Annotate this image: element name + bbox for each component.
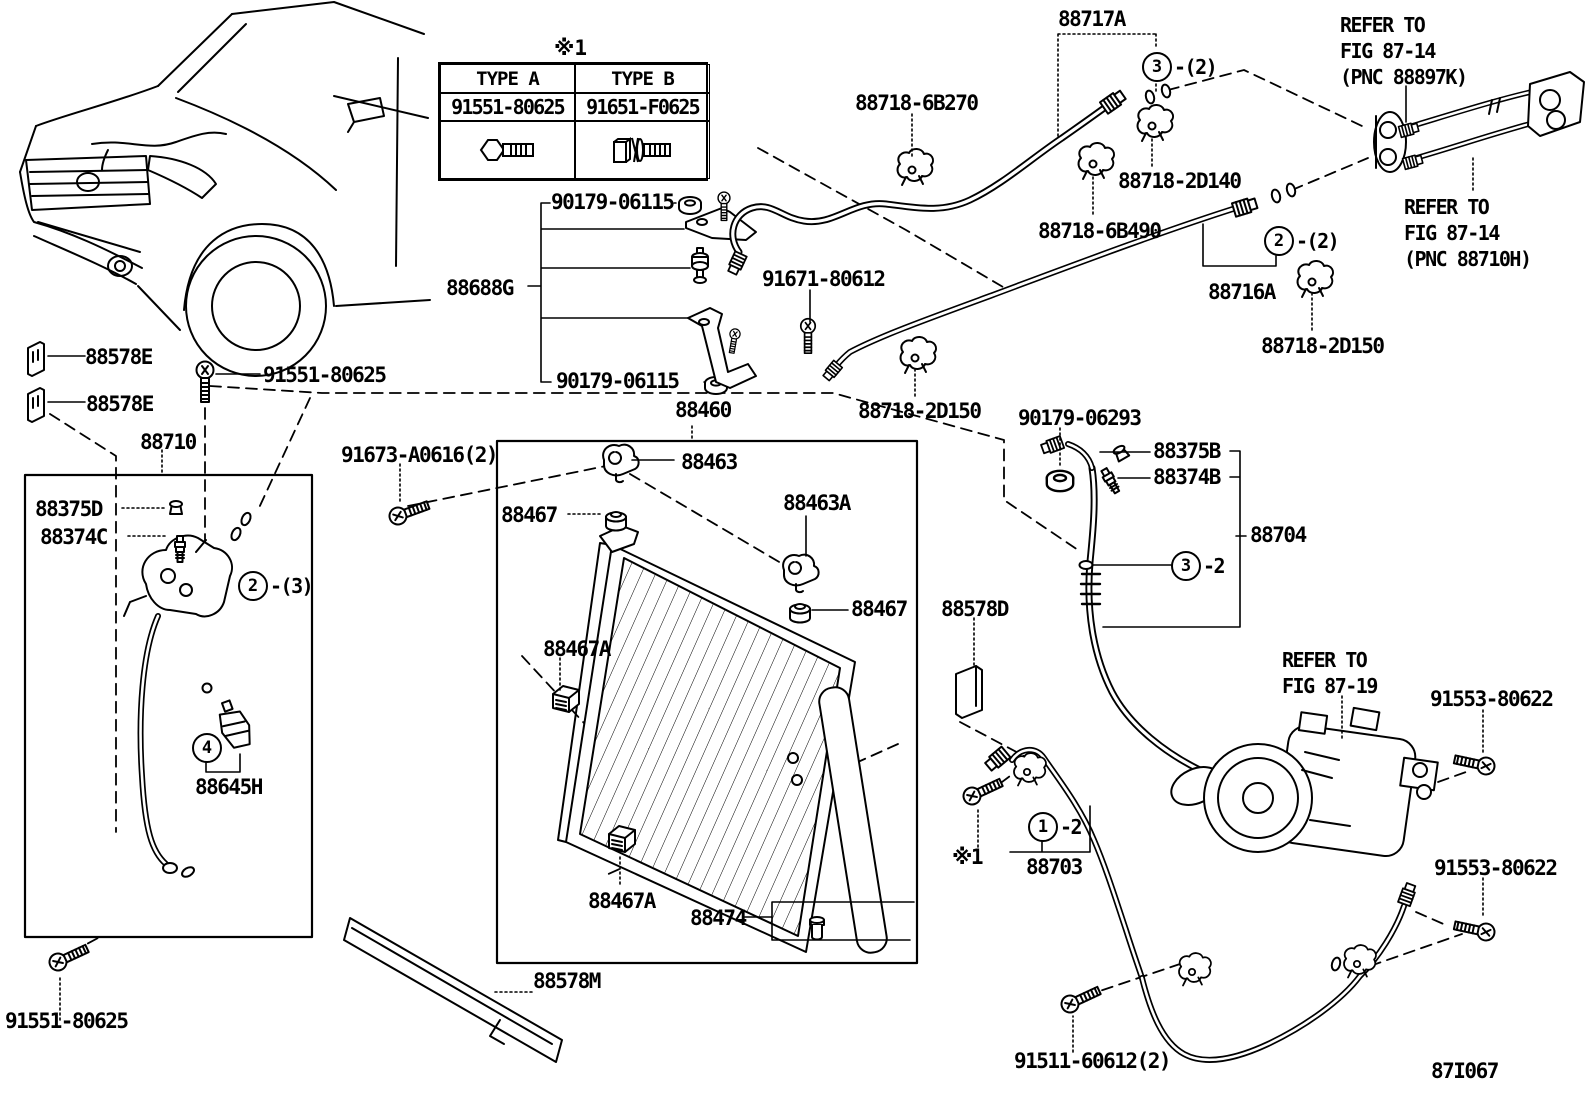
callout-number: 3 (1142, 52, 1172, 82)
construction-dashed-lines (49, 69, 1467, 997)
refer-line: FIG 87-14 (1404, 221, 1500, 245)
misc-small-parts-drawing (27, 82, 1298, 1063)
refer-note-88710h: REFER TO FIG 87-14 (PNC 88710H) (1404, 194, 1532, 272)
refer-note-fig-87-19: REFER TO FIG 87-19 (1282, 647, 1378, 699)
part-label-88704[interactable]: 88704 (1250, 523, 1307, 547)
refer-line: (PNC 88897K) (1340, 65, 1468, 89)
type-b-part-number: 91651-F0625 (575, 93, 710, 121)
type-a-bolt-icon (440, 121, 575, 179)
part-label-88463a[interactable]: 88463A (783, 491, 851, 515)
part-label-88718-6b270[interactable]: 88718-6B270 (855, 91, 979, 115)
leader-lines (47, 33, 1484, 1053)
part-label-88703[interactable]: 88703 (1026, 855, 1083, 879)
callout-qty: -2 (1060, 815, 1083, 839)
part-label-88467a-b[interactable]: 88467A (588, 889, 656, 913)
refer-line: (PNC 88710H) (1404, 247, 1532, 271)
pipe-88716a-drawing (821, 195, 1260, 383)
part-label-91551-80625-t[interactable]: 91551-80625 (263, 363, 387, 387)
refer-line: REFER TO (1404, 195, 1490, 219)
boxes (23, 439, 919, 965)
callout-qty: -(2) (1174, 55, 1218, 79)
part-label-88717a[interactable]: 88717A (1058, 7, 1126, 31)
part-label-88578e-1[interactable]: 88578E (85, 345, 153, 369)
part-label-88374b[interactable]: 88374B (1153, 465, 1221, 489)
refer-note-88897k: REFER TO FIG 87-14 (PNC 88897K) (1340, 12, 1468, 90)
callout-qty: -2 (1203, 554, 1226, 578)
refer-line: REFER TO (1340, 13, 1426, 37)
refer-line: FIG 87-14 (1340, 39, 1436, 63)
diagram-code: 87I067 (1431, 1059, 1499, 1083)
type-table-note: ※1 (554, 36, 588, 60)
part-label-88460[interactable]: 88460 (675, 398, 732, 422)
part-label-88467-r[interactable]: 88467 (851, 597, 908, 621)
part-label-91553-80622-t[interactable]: 91553-80622 (1430, 687, 1554, 711)
callout-number: 2 (238, 571, 268, 601)
part-label-91551-80625-bl[interactable]: 91551-80625 (5, 1009, 129, 1033)
callout-number: 3 (1171, 551, 1201, 581)
callout-qty: -(2) (1296, 229, 1340, 253)
part-label-88375d[interactable]: 88375D (35, 497, 103, 521)
type-a-header: TYPE A (440, 64, 575, 93)
condenser-88460-drawing (557, 525, 915, 954)
part-label-88375b[interactable]: 88375B (1153, 439, 1221, 463)
part-label-88467a-t[interactable]: 88467A (543, 637, 611, 661)
part-label-88718-2d150-c[interactable]: 88718-2D150 (858, 399, 982, 423)
callout-number: 2 (1264, 226, 1294, 256)
part-label-88474[interactable]: 88474 (690, 906, 747, 930)
part-label-note-x1: ※1 (952, 845, 984, 869)
type-a-part-number: 91551-80625 (440, 93, 575, 121)
part-label-88716a[interactable]: 88716A (1208, 280, 1276, 304)
part-label-88710[interactable]: 88710 (140, 430, 197, 454)
cooler-pipes-refer-drawing (1373, 71, 1585, 173)
hose-88717a-drawing (725, 88, 1128, 277)
part-label-90179-06115-t[interactable]: 90179-06115 (551, 190, 675, 214)
part-label-88578d[interactable]: 88578D (941, 597, 1009, 621)
part-label-91671-80612[interactable]: 91671-80612 (762, 267, 886, 291)
refer-line: REFER TO (1282, 648, 1368, 672)
part-label-88718-2d140[interactable]: 88718-2D140 (1118, 169, 1242, 193)
part-label-88467-l[interactable]: 88467 (501, 503, 558, 527)
mounting-parts-88688g-drawing (527, 191, 757, 395)
type-b-bolt-icon (575, 121, 710, 179)
part-label-88718-6b490[interactable]: 88718-6B490 (1038, 219, 1162, 243)
part-label-88688g[interactable]: 88688G (446, 276, 514, 300)
type-b-header: TYPE B (575, 64, 710, 93)
part-label-88463[interactable]: 88463 (681, 450, 738, 474)
part-label-90179-06293[interactable]: 90179-06293 (1018, 406, 1142, 430)
part-label-90179-06115-b[interactable]: 90179-06115 (556, 369, 680, 393)
part-label-88578m[interactable]: 88578M (533, 969, 601, 993)
callout-number: 1 (1028, 812, 1058, 842)
callout-2-left[interactable]: 2 -(3) (238, 571, 314, 601)
compressor-drawing (1203, 706, 1439, 858)
part-label-91673-a0616[interactable]: 91673-A0616(2) (341, 443, 499, 467)
refer-line: FIG 87-19 (1282, 674, 1378, 698)
callout-3-top[interactable]: 3 -(2) (1142, 52, 1218, 82)
part-label-88645h[interactable]: 88645H (195, 775, 263, 799)
part-label-88374c[interactable]: 88374C (40, 525, 108, 549)
callout-3-mid[interactable]: 3 -2 (1171, 551, 1226, 581)
callout-2-right[interactable]: 2 -(2) (1264, 226, 1340, 256)
part-label-91553-80622-b[interactable]: 91553-80622 (1434, 856, 1558, 880)
part-label-88578e-2[interactable]: 88578E (86, 392, 154, 416)
callout-qty: -(3) (270, 574, 314, 598)
callout-number: 4 (192, 733, 222, 763)
part-label-88718-2d150-r[interactable]: 88718-2D150 (1261, 334, 1385, 358)
callout-4[interactable]: 4 (192, 733, 224, 763)
car-outline-drawing (19, 1, 431, 377)
callout-1[interactable]: 1 -2 (1028, 812, 1083, 842)
receiver-88710-drawing (123, 500, 254, 880)
part-label-91511-60612[interactable]: 91511-60612(2) (1014, 1049, 1172, 1073)
type-table: ※1 TYPE A TYPE B 91551-80625 91651-F0625 (438, 36, 710, 181)
